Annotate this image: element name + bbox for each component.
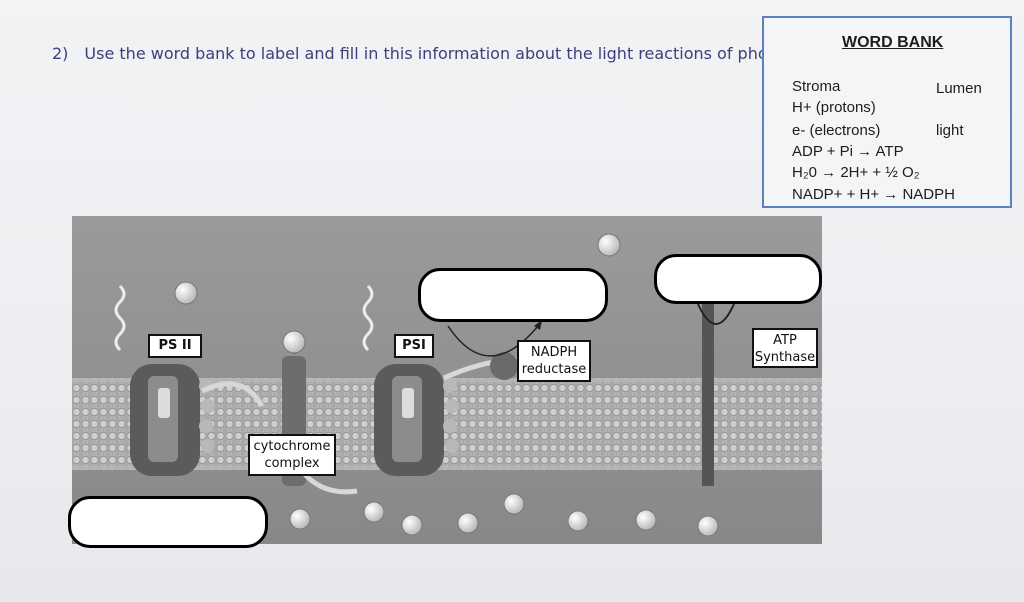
word-bank-item-electrons: e- (electrons) (792, 122, 881, 139)
light-squiggle-2 (362, 284, 374, 352)
answer-box-top-center[interactable] (418, 268, 608, 322)
ion-ball (567, 510, 589, 532)
word-bank-item-protons: H+ (protons) (792, 99, 876, 116)
ion-ball (289, 508, 311, 530)
word-bank-item-stroma: Stroma (792, 78, 841, 95)
answer-box-bottom-left[interactable] (68, 496, 268, 548)
thylakoid-membrane-diagram: PS II PSI NADPH reductase ATP Synthase c… (68, 216, 822, 548)
ion-ball (401, 514, 423, 536)
ion-ball (597, 233, 621, 257)
word-bank-item-atp-equation: ADP + Pi → ATP (792, 143, 904, 160)
atp-synthase-complex (697, 286, 735, 486)
psi-label: PSI (394, 334, 434, 358)
question-number: 2) (52, 44, 69, 63)
ion-ball (174, 281, 198, 305)
nadph-arrow (447, 325, 539, 357)
ion-ball (282, 330, 306, 354)
word-bank-item-light: light (936, 122, 964, 139)
ion-ball (503, 493, 525, 515)
psii-complex (130, 364, 265, 476)
psi-complex (374, 357, 517, 476)
nadph-reductase-enzyme (490, 352, 518, 380)
word-bank: WORD BANK Stroma Lumen H+ (protons) e- (… (762, 16, 1012, 208)
ion-ball (635, 509, 657, 531)
light-squiggle-1 (114, 284, 126, 352)
question-prompt: 2) Use the word bank to label and fill in… (52, 44, 859, 63)
atp-synthase-label: ATP Synthase (752, 328, 818, 368)
ion-ball (363, 501, 385, 523)
answer-box-top-right[interactable] (654, 254, 822, 304)
ion-ball (697, 515, 719, 537)
word-bank-item-lumen: Lumen (936, 80, 982, 97)
word-bank-item-water-equation: H₂0 → 2H+ + ½ O₂ (792, 164, 920, 181)
word-bank-item-nadph-equation: NADP+ + H+ → NADPH (792, 186, 955, 203)
nadph-reductase-label: NADPH reductase (517, 340, 591, 382)
question-text: Use the word bank to label and fill in t… (84, 44, 860, 63)
word-bank-title: WORD BANK (842, 34, 944, 51)
psii-label: PS II (148, 334, 202, 358)
ion-ball (457, 512, 479, 534)
cytochrome-complex-label: cytochrome complex (248, 434, 336, 476)
